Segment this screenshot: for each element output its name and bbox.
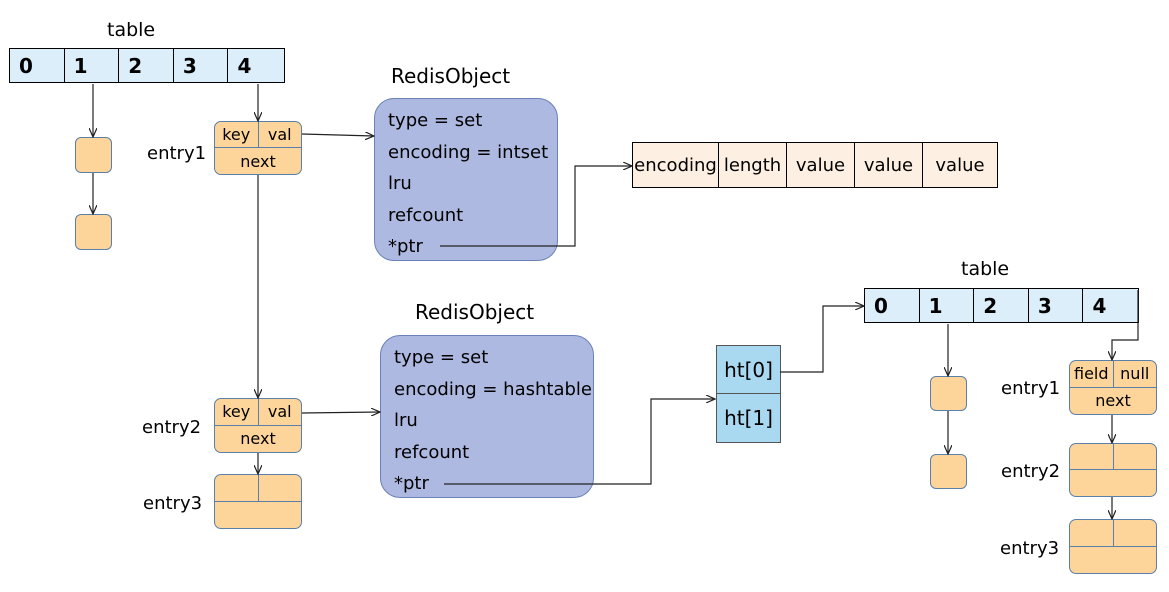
entry-next: next bbox=[240, 429, 276, 449]
entry-key: key bbox=[215, 122, 259, 147]
dict-ht-array: ht[0] ht[1] bbox=[716, 345, 781, 443]
robj-field: *ptr bbox=[394, 473, 429, 494]
entry-field bbox=[1070, 520, 1114, 546]
robj-set-title: RedisObject bbox=[391, 64, 511, 88]
robj-field: *ptr bbox=[388, 236, 423, 257]
right-entry3 bbox=[1069, 519, 1157, 574]
entry-next bbox=[1070, 470, 1156, 496]
robj-field: refcount bbox=[394, 441, 470, 463]
redis-object-hashtable: type = set encoding = hashtable lru refc… bbox=[380, 335, 594, 498]
table-bucket: 1 bbox=[920, 289, 975, 322]
entry-field bbox=[1070, 444, 1114, 469]
intset-cell: value bbox=[787, 143, 855, 187]
right-entry2 bbox=[1069, 443, 1157, 497]
robj-hashtable-title: RedisObject bbox=[415, 300, 535, 324]
chain-node bbox=[930, 376, 967, 411]
intset-cell: encoding bbox=[633, 143, 719, 187]
entry3 bbox=[214, 474, 302, 529]
chain-node bbox=[75, 137, 112, 173]
entry-val: val bbox=[267, 402, 292, 422]
entry-key: key bbox=[215, 399, 259, 425]
table-bucket: 4 bbox=[1092, 293, 1107, 318]
entry-next bbox=[1070, 547, 1156, 574]
entry1-label: entry1 bbox=[147, 143, 207, 164]
entry-null bbox=[1114, 444, 1157, 469]
entry-val: val bbox=[267, 125, 292, 144]
robj-field: type = set bbox=[388, 110, 483, 131]
entry3-label: entry3 bbox=[143, 493, 203, 514]
table-bucket: 4 bbox=[237, 53, 252, 78]
arrow-entry1-to-robj-set bbox=[301, 134, 374, 136]
robj-field: lru bbox=[394, 410, 418, 431]
entry1: key val next bbox=[214, 121, 302, 175]
intset-cell: length bbox=[719, 143, 787, 187]
right-entry3-label: entry3 bbox=[1000, 538, 1060, 559]
entry-null bbox=[1114, 520, 1157, 546]
table-bucket: 0 bbox=[10, 49, 65, 82]
table-bucket: 0 bbox=[865, 289, 920, 322]
entry-next: next bbox=[1095, 391, 1131, 411]
chain-node bbox=[75, 214, 112, 250]
top-table: 0 1 2 3 4 bbox=[9, 48, 285, 83]
top-table-label: table bbox=[107, 19, 156, 41]
entry-field: field bbox=[1070, 361, 1114, 387]
robj-field: refcount bbox=[388, 204, 464, 226]
ht0-slot: ht[0] bbox=[717, 346, 780, 394]
redis-object-intset: type = set encoding = intset lru refcoun… bbox=[374, 98, 558, 261]
robj-field: type = set bbox=[394, 347, 489, 368]
right-entry1-label: entry1 bbox=[1001, 378, 1061, 399]
table-bucket: 1 bbox=[65, 49, 120, 82]
intset-cell: value bbox=[935, 154, 985, 176]
intset-struct: encoding length value value value bbox=[632, 142, 998, 188]
entry-key bbox=[215, 475, 259, 501]
table-bucket: 2 bbox=[119, 49, 174, 82]
entry-next bbox=[215, 502, 301, 529]
robj-field: lru bbox=[388, 173, 412, 194]
entry-null: null bbox=[1120, 364, 1150, 384]
table-bucket: 3 bbox=[174, 49, 229, 82]
intset-cell: value bbox=[855, 143, 923, 187]
entry2: key val next bbox=[214, 398, 302, 453]
right-table: 0 1 2 3 4 bbox=[864, 288, 1139, 323]
table-bucket: 2 bbox=[974, 289, 1029, 322]
entry-val bbox=[259, 475, 302, 501]
right-entry2-label: entry2 bbox=[1001, 461, 1061, 482]
chain-node bbox=[930, 454, 967, 489]
right-table-label: table bbox=[961, 258, 1010, 280]
right-entry1: field null next bbox=[1069, 360, 1157, 415]
ht1-slot: ht[1] bbox=[724, 406, 773, 430]
table-bucket: 3 bbox=[1029, 289, 1084, 322]
entry2-label: entry2 bbox=[142, 417, 202, 438]
arrow-entry2-to-robj-hashtable bbox=[301, 412, 380, 413]
entry-next: next bbox=[240, 151, 276, 171]
arrow-ht0-to-table bbox=[780, 306, 864, 373]
robj-field: encoding = hashtable bbox=[394, 378, 592, 400]
robj-field: encoding = intset bbox=[388, 141, 549, 163]
